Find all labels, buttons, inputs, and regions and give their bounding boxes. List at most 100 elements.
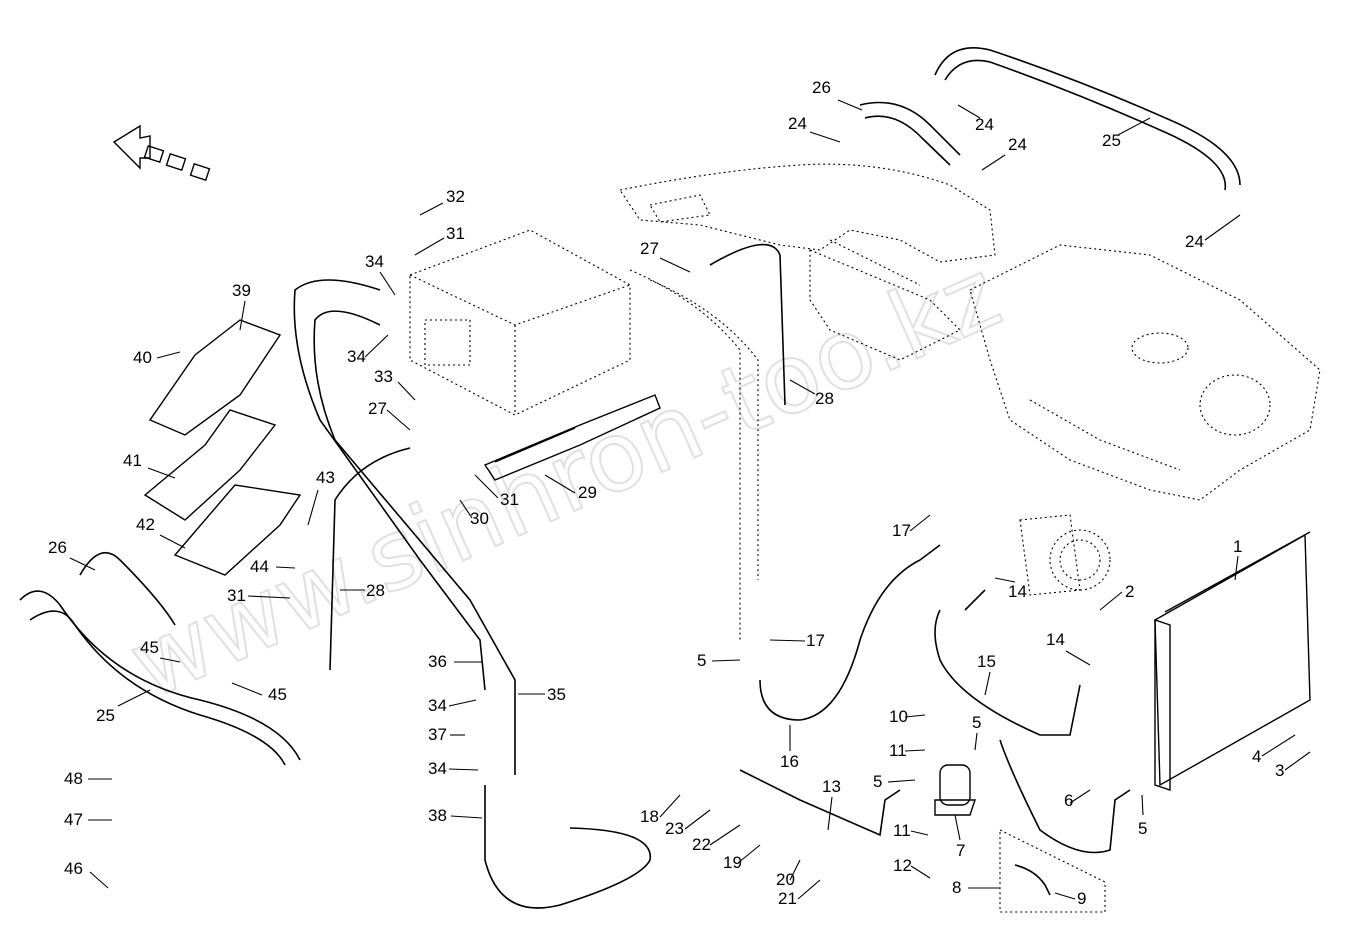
callout-label-27: 27 (640, 239, 659, 258)
leader-line-31 (474, 474, 499, 499)
leader-line-45 (231, 682, 263, 696)
leader-line-5 (711, 659, 741, 662)
callout-label-14: 14 (1008, 582, 1027, 601)
leader-line-5 (1141, 794, 1144, 816)
callout-label-4: 4 (1252, 747, 1261, 766)
callout-label-11: 11 (893, 821, 911, 840)
leader-line-10 (904, 714, 926, 718)
leader-line-31 (414, 237, 445, 256)
leader-line-24 (809, 131, 841, 143)
callout-label-26: 26 (48, 538, 67, 557)
callout-label-25: 25 (96, 706, 115, 725)
callout-label-34: 34 (365, 252, 384, 271)
callout-label-43: 43 (316, 468, 335, 487)
callout-label-39: 39 (232, 281, 251, 300)
callout-label-6: 6 (1064, 791, 1073, 810)
callout-label-48: 48 (64, 769, 83, 788)
callout-label-25: 25 (1102, 131, 1121, 150)
callout-label-5: 5 (1138, 819, 1147, 838)
leader-line-39 (239, 300, 246, 331)
callout-label-31: 31 (500, 490, 519, 509)
leader-line-7 (954, 814, 961, 841)
callout-label-13: 13 (822, 777, 841, 796)
callout-label-20: 20 (776, 870, 795, 889)
leader-line-17 (909, 514, 931, 532)
leader-line-40 (156, 351, 181, 359)
leader-line-24 (957, 104, 981, 119)
leader-line-11 (910, 830, 929, 836)
callout-label-24: 24 (975, 115, 994, 134)
callout-label-32: 32 (446, 187, 465, 206)
leader-line-45 (159, 657, 181, 663)
callout-label-12: 12 (893, 856, 912, 875)
leader-line-24 (1204, 214, 1241, 241)
callout-label-41: 41 (123, 451, 142, 470)
leader-line-12 (910, 865, 931, 879)
leader-line-24 (981, 154, 1006, 171)
gasket-41 (143, 409, 277, 521)
callout-labels: 1234555567891011111213141415161717181920… (48, 78, 1311, 908)
leader-line-44 (275, 566, 296, 569)
callout-label-1: 1 (1233, 537, 1242, 556)
leader-line-27 (386, 409, 411, 431)
watermark-text: www.sinhron-too.kz (114, 238, 1016, 721)
leader-line-34 (448, 768, 479, 771)
leader-line-34 (448, 699, 477, 707)
leader-line-30 (459, 499, 473, 519)
callout-label-21: 21 (778, 889, 797, 908)
heater-hose-top (859, 46, 1241, 191)
leader-line-4 (1261, 734, 1296, 757)
filter-element-42 (173, 484, 302, 576)
leader-line-42 (159, 534, 186, 549)
callout-label-9: 9 (1077, 889, 1086, 908)
leader-line-17 (769, 639, 806, 642)
leader-line-33 (397, 381, 416, 401)
leader-line-21 (797, 879, 821, 900)
leader-line-34 (364, 334, 389, 358)
callout-label-45: 45 (268, 685, 287, 704)
heater-hose-left (19, 551, 301, 766)
leader-line-14 (994, 577, 1016, 583)
filter-housing-29 (483, 394, 661, 481)
callout-label-5: 5 (873, 772, 882, 791)
callout-label-30: 30 (470, 509, 489, 528)
callout-label-31: 31 (227, 586, 246, 605)
leader-line-23 (684, 809, 711, 830)
callout-label-28: 28 (815, 389, 834, 408)
callout-label-42: 42 (136, 515, 155, 534)
callout-label-45: 45 (140, 638, 159, 657)
callout-label-37: 37 (428, 725, 447, 744)
callout-label-7: 7 (956, 841, 965, 860)
leader-line-38 (450, 815, 483, 819)
leader-line-22 (709, 824, 741, 846)
leader-line-43 (307, 489, 319, 526)
callout-label-36: 36 (428, 652, 447, 671)
leader-line-29 (544, 474, 576, 494)
leader-line-1 (1234, 555, 1239, 581)
callout-label-35: 35 (547, 685, 566, 704)
callout-label-31: 31 (446, 224, 465, 243)
leader-line-31 (247, 595, 291, 599)
callout-label-28: 28 (366, 581, 385, 600)
callout-label-3: 3 (1275, 761, 1284, 780)
callout-label-46: 46 (64, 859, 83, 878)
callout-label-23: 23 (665, 819, 684, 838)
callout-label-24: 24 (1008, 135, 1027, 154)
leader-line-3 (1284, 751, 1311, 771)
callout-label-44: 44 (250, 557, 269, 576)
callout-label-19: 19 (723, 853, 742, 872)
callout-label-10: 10 (889, 707, 908, 726)
callout-label-2: 2 (1125, 582, 1134, 601)
leader-line-46 (89, 871, 109, 889)
callout-label-5: 5 (697, 651, 706, 670)
callout-label-22: 22 (692, 835, 711, 854)
callout-label-34: 34 (347, 347, 366, 366)
evaporator-housing (409, 229, 631, 416)
leader-line-2 (1099, 591, 1123, 611)
leader-line-34 (379, 271, 396, 296)
leader-line-25 (1117, 117, 1151, 136)
leader-line-25 (117, 689, 151, 707)
leader-line-5 (974, 732, 978, 751)
callout-label-5: 5 (972, 713, 981, 732)
callout-label-34: 34 (428, 759, 447, 778)
